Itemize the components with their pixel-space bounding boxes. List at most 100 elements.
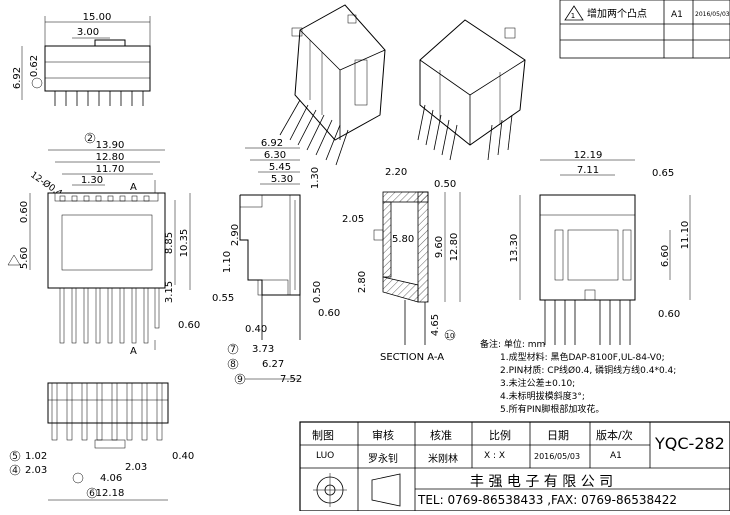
company-contact: TEL: 0769-86538433 ,FAX: 0769-86538422 xyxy=(418,493,678,507)
right-dim-13-30: 13.30 xyxy=(509,234,520,263)
callout-5-label: 5 xyxy=(12,452,18,462)
sec-dim-2-80: 2.80 xyxy=(357,271,368,293)
side-dim-5-30: 5.30 xyxy=(271,174,293,185)
side-dim-6-92: 6.92 xyxy=(261,138,283,149)
dim-6-92: 6.92 xyxy=(12,67,23,89)
dim-1-30: 1.30 xyxy=(81,175,103,186)
isometric-view-right xyxy=(417,19,526,161)
top-view-pins xyxy=(54,91,144,106)
side-dim-5-45: 5.45 xyxy=(269,162,291,173)
sec-dim-9-60: 9.60 xyxy=(434,236,445,258)
bottom-dim-12-18: 12.18 xyxy=(96,488,125,499)
dim-8-85: 8.85 xyxy=(164,232,175,254)
tb-value-drawn: LUO xyxy=(316,451,335,461)
note-item-4: 4.未标明拔模斜度3°; xyxy=(500,392,585,402)
dim-15-00: 15.00 xyxy=(83,12,112,23)
bottom-view: 5 1.02 4 2.03 0.40 2.03 4.06 6 12.18 xyxy=(9,382,194,501)
side-dim-0-50: 0.50 xyxy=(312,281,323,303)
sec-dim-4-65: 4.65 xyxy=(430,314,441,336)
sec-dim-12-80: 12.80 xyxy=(449,233,460,262)
revision-change-text: 增加两个凸点 xyxy=(587,7,647,20)
right-dim-0-60: 0.60 xyxy=(658,309,680,320)
tb-value-approve: 米刚林 xyxy=(428,454,458,465)
callout-1-icon xyxy=(31,77,43,89)
callout-10-icon xyxy=(444,329,456,341)
dim-3-15: 3.15 xyxy=(164,281,175,303)
tb-header-date: 日期 xyxy=(547,429,569,442)
dim-11-70: 11.70 xyxy=(96,164,125,175)
front-view: 2 13.90 12.80 11.70 12-Ø0.40 1.30 A A xyxy=(7,132,200,357)
dim-0-62: 0.62 xyxy=(29,55,40,77)
svg-text:1: 1 xyxy=(571,12,575,20)
side-view: 6.92 6.30 5.45 5.30 1.30 2.90 1.10 0.55 … xyxy=(212,138,340,385)
revision-triangle-icon xyxy=(564,5,584,21)
dim-12-80: 12.80 xyxy=(96,152,125,163)
tb-header-drawn: 制图 xyxy=(312,429,334,442)
tb-value-version: A1 xyxy=(610,451,622,461)
revision-date: 2016/05/03 xyxy=(695,11,730,18)
side-dim-6-27: 6.27 xyxy=(262,359,284,370)
sec-dim-0-50: 0.50 xyxy=(434,179,456,190)
side-dim-1-10: 1.10 xyxy=(222,251,233,273)
right-dim-11-10: 11.10 xyxy=(680,221,691,250)
right-view: 12.19 7.11 0.65 13.30 11.10 6.60 0.60 xyxy=(509,150,691,345)
callout-6-label: 6 xyxy=(89,489,95,499)
side-dim-1-30: 1.30 xyxy=(310,167,321,189)
front-view-pins xyxy=(59,287,160,344)
bottom-dim-2-03-left: 2.03 xyxy=(25,465,47,476)
dim-10-35: 10.35 xyxy=(179,229,190,258)
section-mark-bottom: A xyxy=(130,346,137,357)
right-dim-0-65: 0.65 xyxy=(652,168,674,179)
note-item-1: 1.成型材料: 黑色DAP-8100F,UL-84-V0; xyxy=(500,353,665,363)
isometric-pins-left xyxy=(279,99,349,166)
note-item-3: 3.未注公差±0.10; xyxy=(500,379,576,389)
front-view-hole-row xyxy=(59,195,150,202)
tb-header-check: 审核 xyxy=(372,429,394,442)
side-dim-0-40: 0.40 xyxy=(245,324,267,335)
part-number: YQC-282 xyxy=(655,434,725,453)
isometric-view-left xyxy=(279,4,386,166)
callout-4-icon xyxy=(9,464,21,476)
callout-9-label: 9 xyxy=(237,375,243,385)
revision-block: 1 增加两个凸点 A1 2016/05/03 xyxy=(559,0,730,59)
tb-header-approve: 核准 xyxy=(430,429,452,442)
side-dim-6-30: 6.30 xyxy=(264,150,286,161)
bottom-dim-4-06: 4.06 xyxy=(100,473,122,484)
right-view-pins xyxy=(544,300,631,345)
callout-6-icon xyxy=(86,487,98,499)
side-dim-0-55: 0.55 xyxy=(212,293,234,304)
dim-0-60-pin: 0.60 xyxy=(178,320,200,331)
tb-header-version: 版本/次 xyxy=(596,429,633,442)
callout-5-icon xyxy=(9,450,21,462)
side-dim-7-52: 7.52 xyxy=(280,374,302,385)
company-name: 丰 强 电 子 有 限 公 司 xyxy=(470,474,614,490)
tb-value-scale: X : X xyxy=(484,451,506,461)
dim-0-60-left: 0.60 xyxy=(19,201,30,223)
right-dim-7-11: 7.11 xyxy=(577,165,599,176)
revision-version: A1 xyxy=(671,10,683,20)
callout-6a-icon xyxy=(72,472,84,484)
sec-dim-2-05: 2.05 xyxy=(342,214,364,225)
callout-2-label: 2 xyxy=(87,134,93,144)
tb-value-check: 罗永钊 xyxy=(368,454,398,465)
bottom-dim-0-40: 0.40 xyxy=(172,451,194,462)
note-item-2: 2.PIN材质: CP线Ø0.4, 磷铜线方线0.4*0.4; xyxy=(500,366,677,376)
section-label: SECTION A-A xyxy=(380,352,444,363)
right-dim-12-19: 12.19 xyxy=(574,150,603,161)
bottom-dim-1-02: 1.02 xyxy=(25,451,47,462)
sec-dim-2-20: 2.20 xyxy=(385,167,407,178)
isometric-pins-right xyxy=(417,104,513,161)
note-triangle-icon xyxy=(7,254,21,266)
section-mark-top: A xyxy=(130,182,137,193)
tb-header-scale: 比例 xyxy=(489,429,511,442)
tb-value-date: 2016/05/03 xyxy=(534,452,581,461)
side-dim-3-73: 3.73 xyxy=(252,344,274,355)
callout-4-label: 4 xyxy=(12,466,18,476)
dim-5-60: 5.60 xyxy=(19,247,30,269)
side-dim-0-60: 0.60 xyxy=(318,308,340,319)
side-dim-2-90: 2.90 xyxy=(230,224,241,246)
note-item-5: 5.所有PIN脚根部加攻花。 xyxy=(500,405,605,415)
callout-10-label: 10 xyxy=(446,332,455,340)
dim-13-90: 13.90 xyxy=(96,140,125,151)
callout-8-label: 8 xyxy=(230,360,236,370)
